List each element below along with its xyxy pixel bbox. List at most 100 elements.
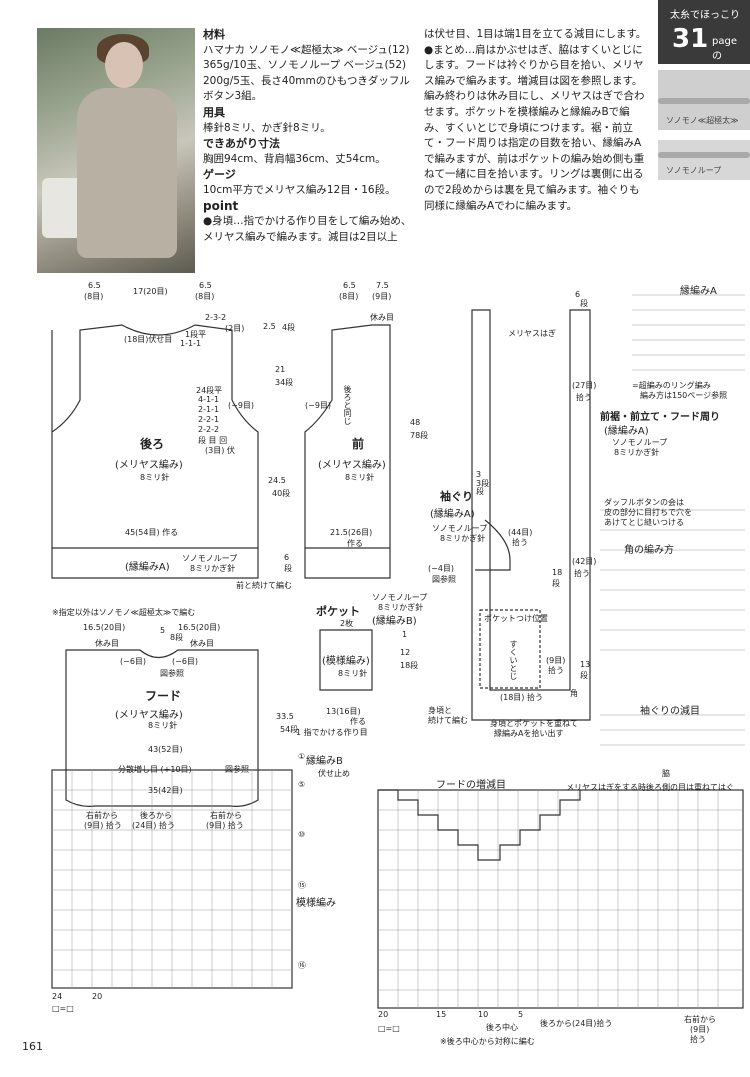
page-ref-suffix: page の <box>712 36 737 62</box>
yarn-sample-2: ソノモノループ <box>658 140 750 180</box>
front-title: 前 <box>352 437 365 451</box>
back-stitch: (メリヤス編み) <box>115 460 183 471</box>
side-title: 袖ぐり <box>440 490 473 503</box>
hood-h335: 33.5 <box>276 712 294 721</box>
hood-pick3b: (9目) 拾う <box>206 821 244 830</box>
hood-stitch: (メリヤス編み) <box>115 710 183 721</box>
side-pick42: (42目) <box>572 557 597 566</box>
side-overlap: 身頃とポケットを重ねて <box>490 719 578 728</box>
side-n13b: 段 <box>580 671 588 680</box>
side-n3a: 3 <box>476 470 482 479</box>
side-n13a: 13 <box>580 660 591 669</box>
side-pick44b: 拾う <box>512 538 528 547</box>
yarn-sample-1: ソノモノ≪超極太≫ <box>658 70 750 130</box>
hood-t2: 16.5(20目) <box>178 623 221 632</box>
back-neck-rows: 2-3-2 <box>205 313 227 322</box>
back-top-left-sts: (8目) <box>84 292 104 301</box>
dim-48-rows: 78段 <box>410 431 429 440</box>
side-cont2: 続けて編む <box>428 716 468 725</box>
side-pocpos: ポケットつけ位置 <box>484 614 548 623</box>
size-title: できあがり寸法 <box>203 137 280 151</box>
hc-n15: 15 <box>436 1010 447 1019</box>
rp-front-edge2: (縁編みA) <box>604 426 649 437</box>
pocket-cast: 1 指でかける作り目 <box>296 728 368 737</box>
back-neck-cast: (18目)伏せ目 <box>124 335 173 344</box>
side-ss: すくいとじ <box>509 640 518 680</box>
hood-tmid-rows: 8段 <box>170 633 184 642</box>
hc-n10: 10 <box>478 1010 489 1019</box>
front-bottom: 21.5(26目) <box>330 528 373 537</box>
side-n18b: 段 <box>552 579 560 588</box>
back-edge-yarn: ソノモノループ <box>182 554 238 563</box>
point-title: point <box>203 198 239 213</box>
hood-t1: 16.5(20目) <box>83 623 126 632</box>
hood-tmid: 5 <box>160 626 166 635</box>
gauge-title: ゲージ <box>203 168 236 182</box>
hc-note: メリヤスはぎをする時後ろ側の目は重ねてはぐ <box>566 783 734 792</box>
side-pick44: (44目) <box>508 528 533 537</box>
pocket-h1: 1 <box>402 630 408 639</box>
page-number: 161 <box>22 1040 43 1053</box>
hc-legend: □=□ <box>378 1024 400 1033</box>
hc-sym: ※後ろ中心から対称に編む <box>440 1037 535 1046</box>
chart-edgeB: 縁編みB <box>306 756 343 767</box>
front-needle: 8ミリ針 <box>345 473 375 482</box>
side-overlap2: 縁編みAを拾い出す <box>494 729 564 738</box>
hood-rest2: 休み目 <box>190 639 214 648</box>
hood-pick1: 右前から <box>86 811 118 820</box>
dim-48: 48 <box>410 418 421 427</box>
hood-inc: 分散増し目 (+10目) <box>118 765 192 774</box>
side-pick9: (9目) <box>546 656 566 665</box>
chart-r1: ① <box>298 752 306 761</box>
side-pick27: (27目) <box>572 381 597 390</box>
point-body: ●身頃…指でかける作り目をして編み始め、メリヤス編みで編みます。減目は2目以上 <box>203 215 412 243</box>
hood-pick2: 後ろから <box>140 811 172 820</box>
materials-body: ハマナカ ソノモノ≪超極太≫ ベージュ(12) 365g/10玉、ソノモノループ… <box>203 43 410 103</box>
side-cont: 身頃と <box>428 706 452 715</box>
back-dec6: (3目) 伏 <box>205 446 235 455</box>
back-needle: 8ミリ針 <box>140 473 170 482</box>
back-top-mid: 17(20目) <box>133 287 168 296</box>
pocket-count: 2枚 <box>340 619 354 628</box>
rp-yarn: ソノモノループ <box>612 438 668 447</box>
chart-legend: □=□ <box>52 1004 74 1013</box>
chart-r5: ⑤ <box>298 780 306 789</box>
side-pick42b: 拾う <box>574 569 590 578</box>
instructions-p2: ●まとめ…肩はかぶせはぎ、脇はすくいとじにします。フードは衿ぐりから目を拾い、メ… <box>424 43 645 212</box>
hood-ref: 図参照 <box>160 669 184 678</box>
side-n6: 6 <box>575 290 581 299</box>
back-six-rows: 段 <box>284 564 292 573</box>
rp-edgeA: 縁編みA <box>680 286 717 297</box>
hood-m6b: (−6目) <box>172 657 199 666</box>
hc-n5: 5 <box>518 1010 524 1019</box>
side-pick9b: 拾う <box>548 666 564 675</box>
side-pick18: (18目) 拾う <box>500 693 543 702</box>
rp-corner: 角の編み方 <box>624 545 674 556</box>
model-photo <box>37 28 195 273</box>
front-t2s: (9目) <box>372 292 392 301</box>
pocket-h12-rows: 18段 <box>400 661 419 670</box>
rp-ring: =超編みのリング編み <box>632 381 711 390</box>
dim-21: 21 <box>275 365 286 374</box>
hood-needle: 8ミリ針 <box>148 721 178 730</box>
side-n6b: 段 <box>580 299 588 308</box>
back-edge: (縁編みA) <box>125 562 170 573</box>
hood-pick2b: (24目) 拾う <box>132 821 175 830</box>
tools-body: 棒針8ミリ、かぎ針8ミリ。 <box>203 121 331 134</box>
instructions-block: は伏せ目、1目は端1目を立てる減目にします。 ●まとめ…肩はかぶせはぎ、脇はすく… <box>424 27 650 214</box>
pocket-w: 13(16目) <box>326 707 361 716</box>
dim-2-5-rows: 4段 <box>282 323 296 332</box>
chart-pattern: 模様編み <box>296 898 336 909</box>
pocket-w2: 作る <box>350 717 366 726</box>
side-ref: 図参照 <box>432 575 456 584</box>
page-ref-number: 31 <box>672 24 709 54</box>
series-name: 太糸でほっこり <box>670 10 740 21</box>
rp-button2: 皮の部分に目打ちで穴を <box>604 508 692 517</box>
hood-pick3: 右前から <box>210 811 242 820</box>
hc-back-center: 後ろ中心 <box>486 1023 518 1032</box>
front-stitch: (メリヤス編み) <box>318 460 386 471</box>
rp-ring2: 編み方は150ページ参照 <box>640 391 728 400</box>
back-top-right-cm: 6.5 <box>199 281 212 290</box>
vest-figure <box>77 88 177 258</box>
